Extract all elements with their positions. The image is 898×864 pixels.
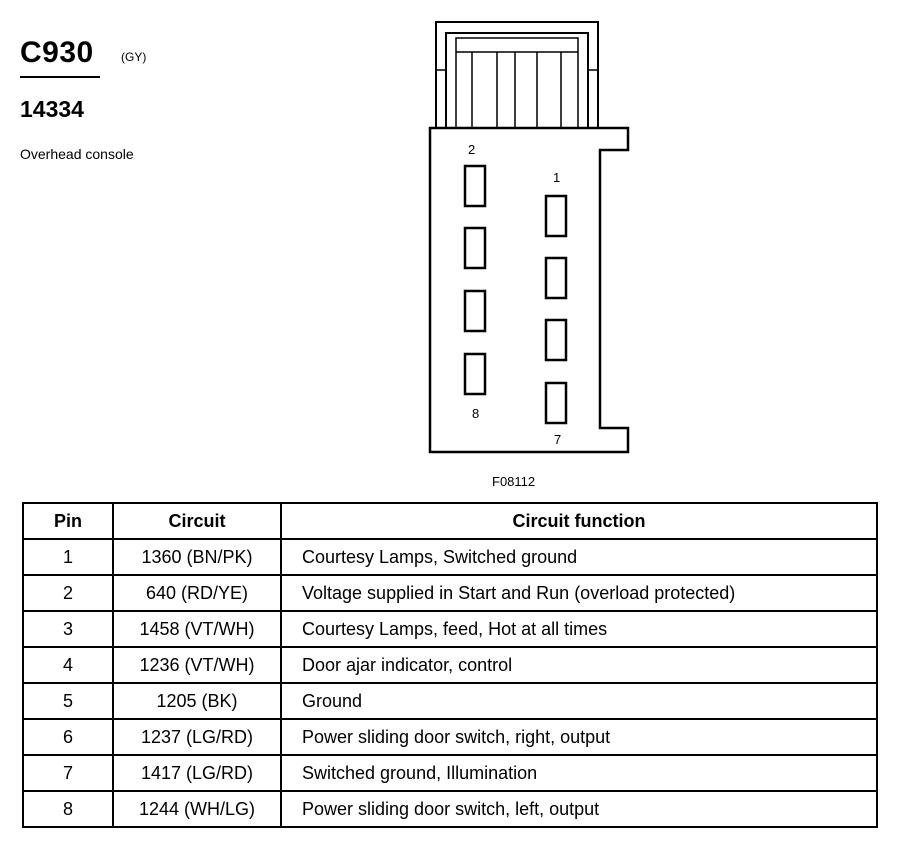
figure-id: F08112 bbox=[492, 474, 536, 489]
column-header-function: Circuit function bbox=[280, 502, 878, 540]
connector-id-underline bbox=[20, 76, 100, 78]
circuit-cell: 1205 (BK) bbox=[112, 682, 282, 720]
pin-cavity bbox=[544, 318, 568, 362]
pin-cell: 4 bbox=[22, 646, 114, 684]
circuit-cell: 1236 (VT/WH) bbox=[112, 646, 282, 684]
table-row: 4 1236 (VT/WH) Door ajar indicator, cont… bbox=[22, 646, 878, 684]
pin-cavity bbox=[544, 194, 568, 238]
pin-cavity bbox=[544, 256, 568, 300]
pin-label-1: 1 bbox=[553, 170, 560, 185]
pin-label-7: 7 bbox=[554, 432, 561, 447]
connector-color: (GY) bbox=[121, 50, 147, 64]
pin-cavity bbox=[463, 164, 487, 208]
function-cell: Courtesy Lamps, feed, Hot at all times bbox=[280, 610, 878, 648]
circuit-cell: 1244 (WH/LG) bbox=[112, 790, 282, 828]
pin-cell: 3 bbox=[22, 610, 114, 648]
connector-face-diagram: 2 1 8 7 bbox=[428, 21, 630, 454]
function-cell: Courtesy Lamps, Switched ground bbox=[280, 538, 878, 576]
connector-location: Overhead console bbox=[20, 146, 134, 162]
connector-latch-inner bbox=[455, 37, 579, 128]
pin-cell: 8 bbox=[22, 790, 114, 828]
connector-latch-outer bbox=[435, 21, 599, 128]
part-number: 14334 bbox=[20, 96, 84, 122]
pin-cell: 5 bbox=[22, 682, 114, 720]
circuit-cell: 1417 (LG/RD) bbox=[112, 754, 282, 792]
table-row: 6 1237 (LG/RD) Power sliding door switch… bbox=[22, 718, 878, 756]
function-cell: Power sliding door switch, right, output bbox=[280, 718, 878, 756]
table-row: 2 640 (RD/YE) Voltage supplied in Start … bbox=[22, 574, 878, 612]
table-header-row: Pin Circuit Circuit function bbox=[22, 502, 878, 540]
pin-cavity bbox=[463, 352, 487, 396]
table-row: 5 1205 (BK) Ground bbox=[22, 682, 878, 720]
table-row: 3 1458 (VT/WH) Courtesy Lamps, feed, Hot… bbox=[22, 610, 878, 648]
circuit-cell: 1237 (LG/RD) bbox=[112, 718, 282, 756]
function-cell: Ground bbox=[280, 682, 878, 720]
function-cell: Power sliding door switch, left, output bbox=[280, 790, 878, 828]
table-row: 7 1417 (LG/RD) Switched ground, Illumina… bbox=[22, 754, 878, 792]
function-cell: Door ajar indicator, control bbox=[280, 646, 878, 684]
column-header-pin: Pin bbox=[22, 502, 114, 540]
pin-cell: 6 bbox=[22, 718, 114, 756]
pin-cavity bbox=[463, 289, 487, 333]
pin-label-8: 8 bbox=[472, 406, 479, 421]
pin-cell: 2 bbox=[22, 574, 114, 612]
circuit-cell: 1458 (VT/WH) bbox=[112, 610, 282, 648]
circuit-cell: 640 (RD/YE) bbox=[112, 574, 282, 612]
pinout-table: Pin Circuit Circuit function 1 1360 (BN/… bbox=[22, 502, 878, 828]
pin-cell: 1 bbox=[22, 538, 114, 576]
connector-latch-middle bbox=[445, 32, 589, 128]
column-header-circuit: Circuit bbox=[112, 502, 282, 540]
circuit-cell: 1360 (BN/PK) bbox=[112, 538, 282, 576]
connector-body bbox=[428, 126, 630, 454]
pin-cavity bbox=[544, 381, 568, 425]
function-cell: Voltage supplied in Start and Run (overl… bbox=[280, 574, 878, 612]
function-cell: Switched ground, Illumination bbox=[280, 754, 878, 792]
connector-id: C930 bbox=[20, 36, 94, 69]
table-row: 1 1360 (BN/PK) Courtesy Lamps, Switched … bbox=[22, 538, 878, 576]
pin-cell: 7 bbox=[22, 754, 114, 792]
pin-label-2: 2 bbox=[468, 142, 475, 157]
pin-cavity bbox=[463, 226, 487, 270]
table-row: 8 1244 (WH/LG) Power sliding door switch… bbox=[22, 790, 878, 828]
